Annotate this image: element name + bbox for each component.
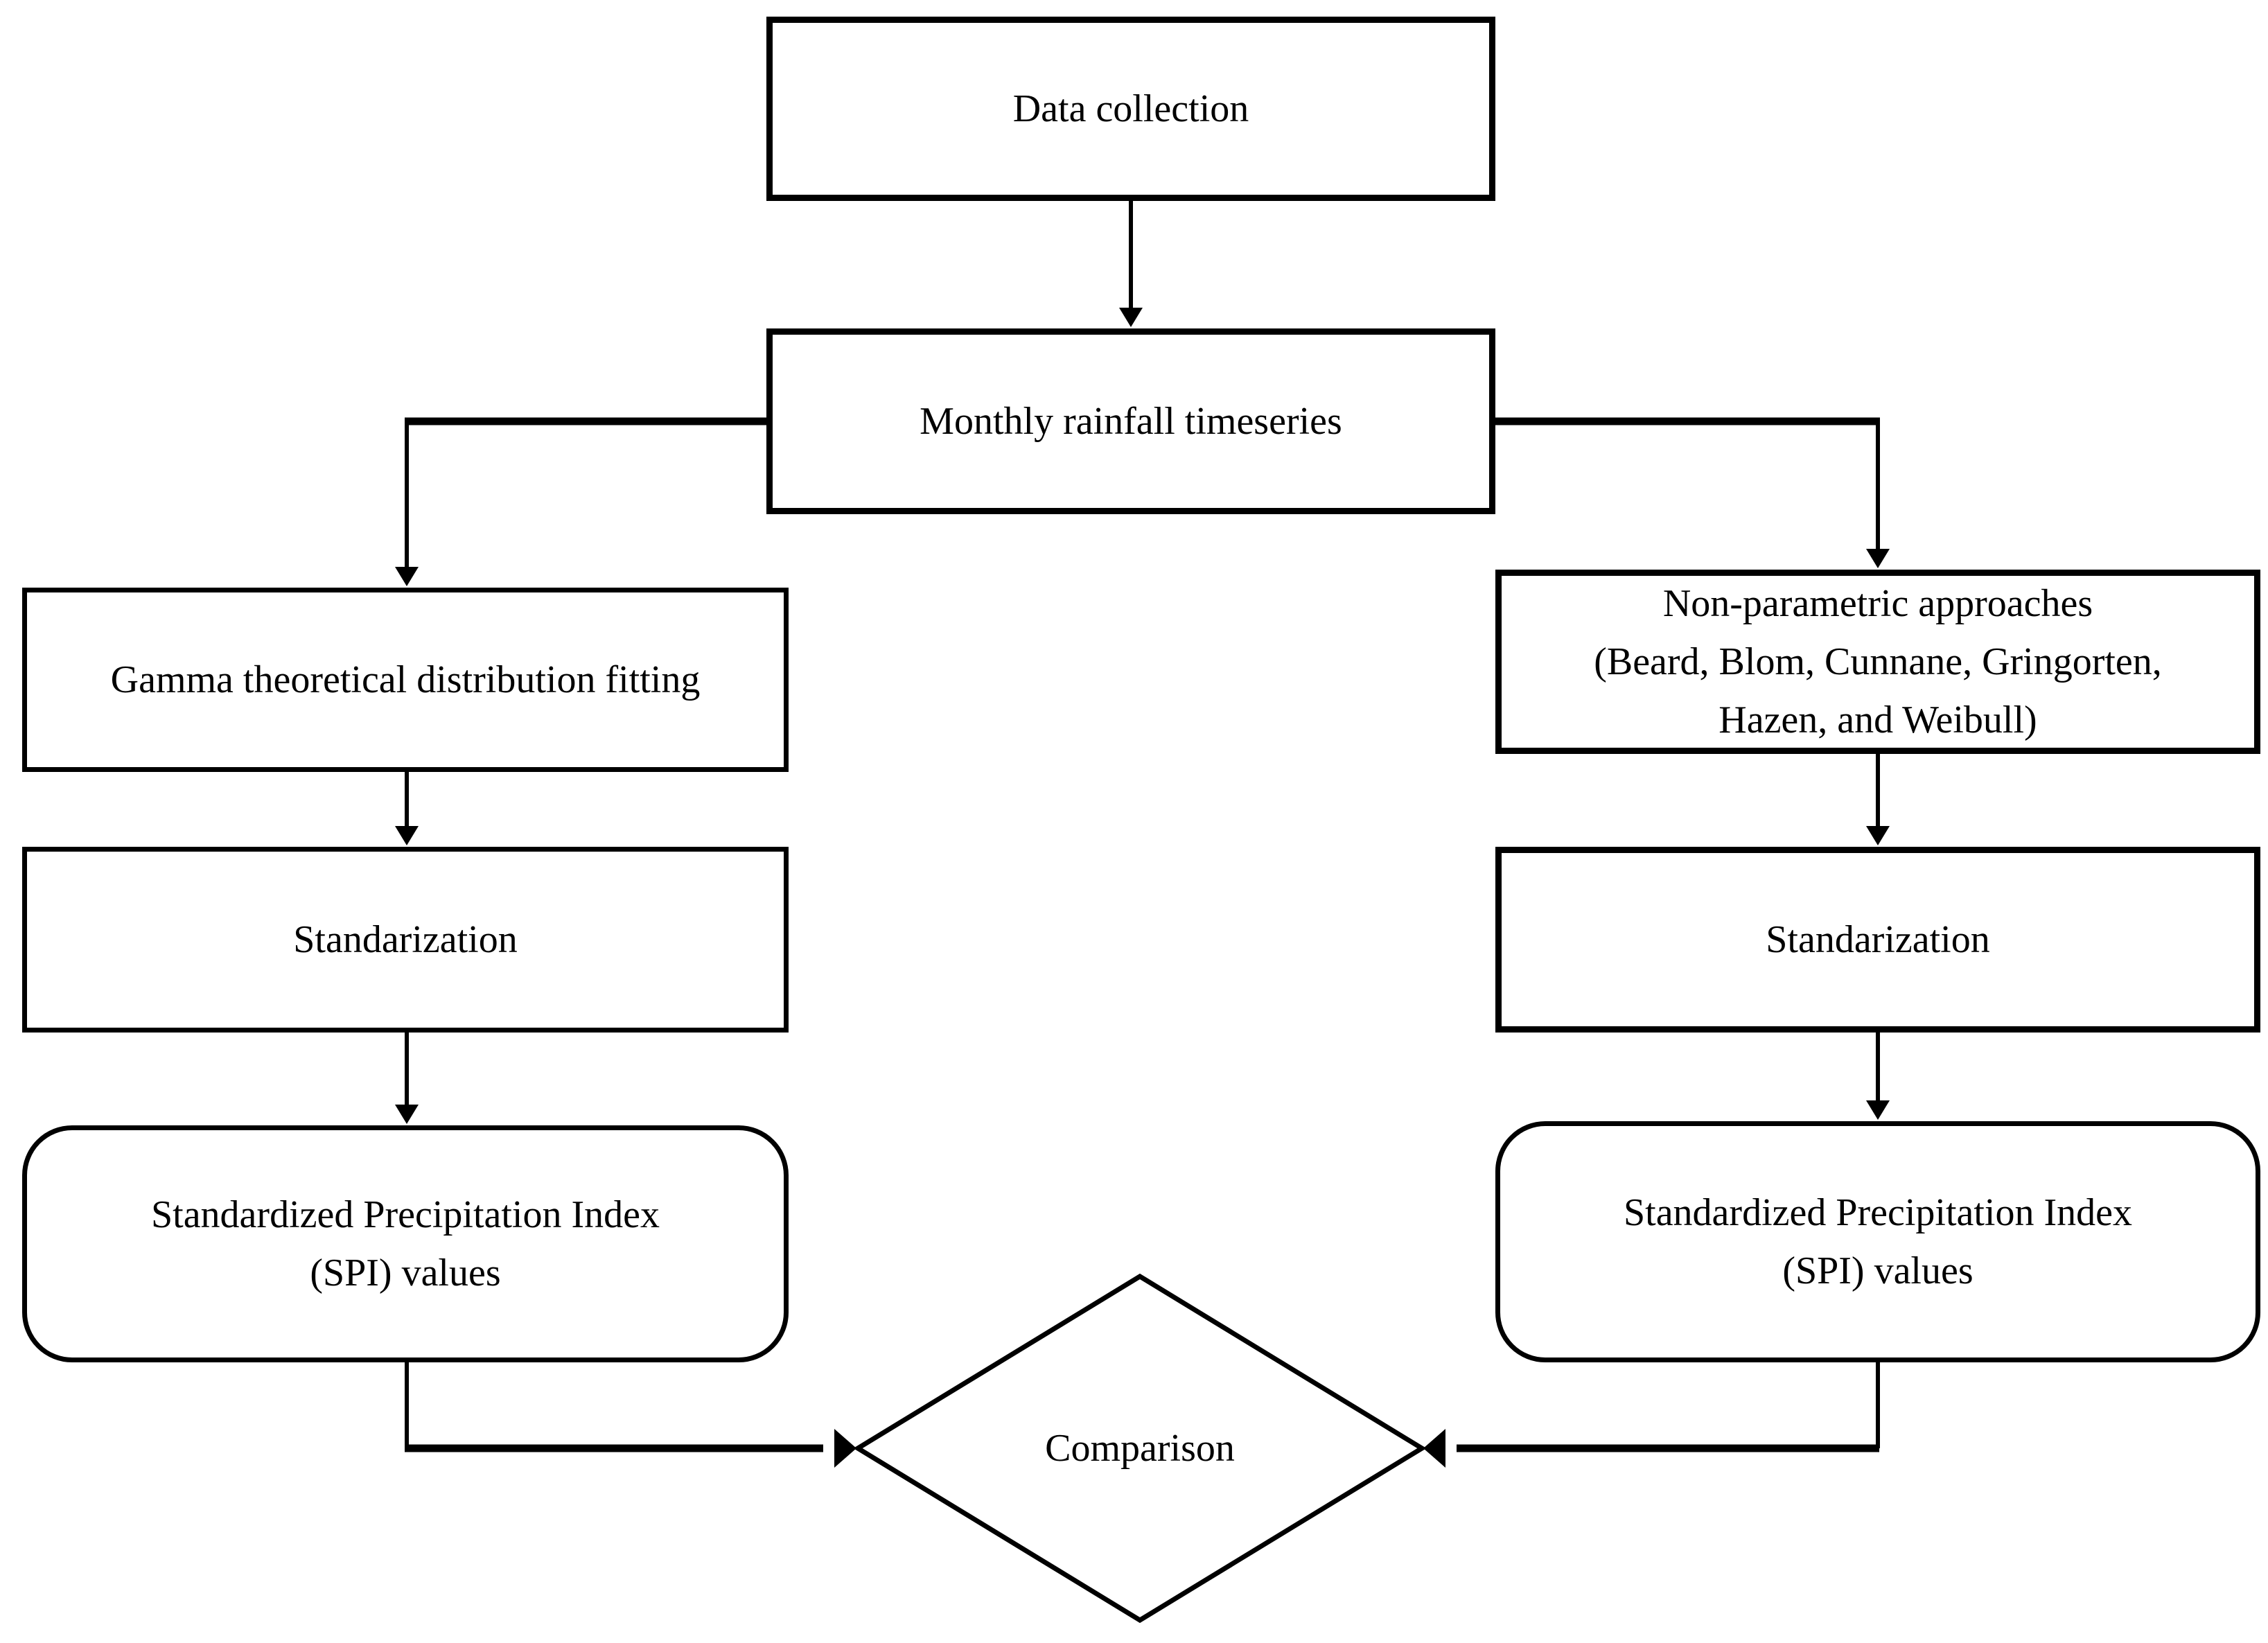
- arrowhead-into-standarization-right: [1866, 826, 1890, 845]
- arrowhead-into-nonparametric: [1866, 549, 1890, 568]
- arrowhead-into-comparison-right: [1423, 1429, 1445, 1468]
- arrowheads: [395, 308, 1890, 1468]
- node-standarization-left-label: Standarization: [293, 918, 518, 961]
- node-monthly-rainfall: Monthly rainfall timeseries: [766, 328, 1495, 514]
- arrowhead-into-monthly: [1119, 308, 1143, 327]
- node-gamma-fitting-label: Gamma theoretical distribution fitting: [110, 658, 701, 701]
- arrowhead-into-standarization-left: [395, 826, 419, 845]
- node-comparison-label: Comparison: [1045, 1427, 1235, 1470]
- arrowhead-into-spi-right: [1866, 1100, 1890, 1120]
- node-nonparametric-label: Non-parametric approaches (Beard, Blom, …: [1594, 582, 2162, 741]
- arrowhead-into-gamma: [395, 567, 419, 586]
- node-spi-values-left-label: Standardized Precipitation Index (SPI) v…: [151, 1193, 660, 1294]
- arrowhead-into-comparison-left: [834, 1429, 856, 1468]
- node-comparison: Comparison: [932, 1403, 1348, 1493]
- node-comparison-diamond: [853, 1273, 1427, 1624]
- arrowhead-into-spi-left: [395, 1105, 419, 1124]
- node-spi-values-left: Standardized Precipitation Index (SPI) v…: [22, 1125, 789, 1362]
- node-standarization-right: Standarization: [1495, 847, 2260, 1033]
- node-monthly-rainfall-label: Monthly rainfall timeseries: [920, 400, 1342, 443]
- node-spi-values-right: Standardized Precipitation Index (SPI) v…: [1495, 1121, 2260, 1362]
- node-nonparametric: Non-parametric approaches (Beard, Blom, …: [1495, 570, 2260, 754]
- node-data-collection-label: Data collection: [1012, 87, 1249, 130]
- node-gamma-fitting: Gamma theoretical distribution fitting: [22, 588, 789, 772]
- vertical-connectors: [405, 201, 1880, 1448]
- horizontal-connectors: [405, 417, 1880, 1452]
- node-standarization-left: Standarization: [22, 847, 789, 1033]
- node-standarization-right-label: Standarization: [1766, 918, 1990, 961]
- node-data-collection: Data collection: [766, 17, 1495, 201]
- node-spi-values-right-label: Standardized Precipitation Index (SPI) v…: [1624, 1191, 2132, 1292]
